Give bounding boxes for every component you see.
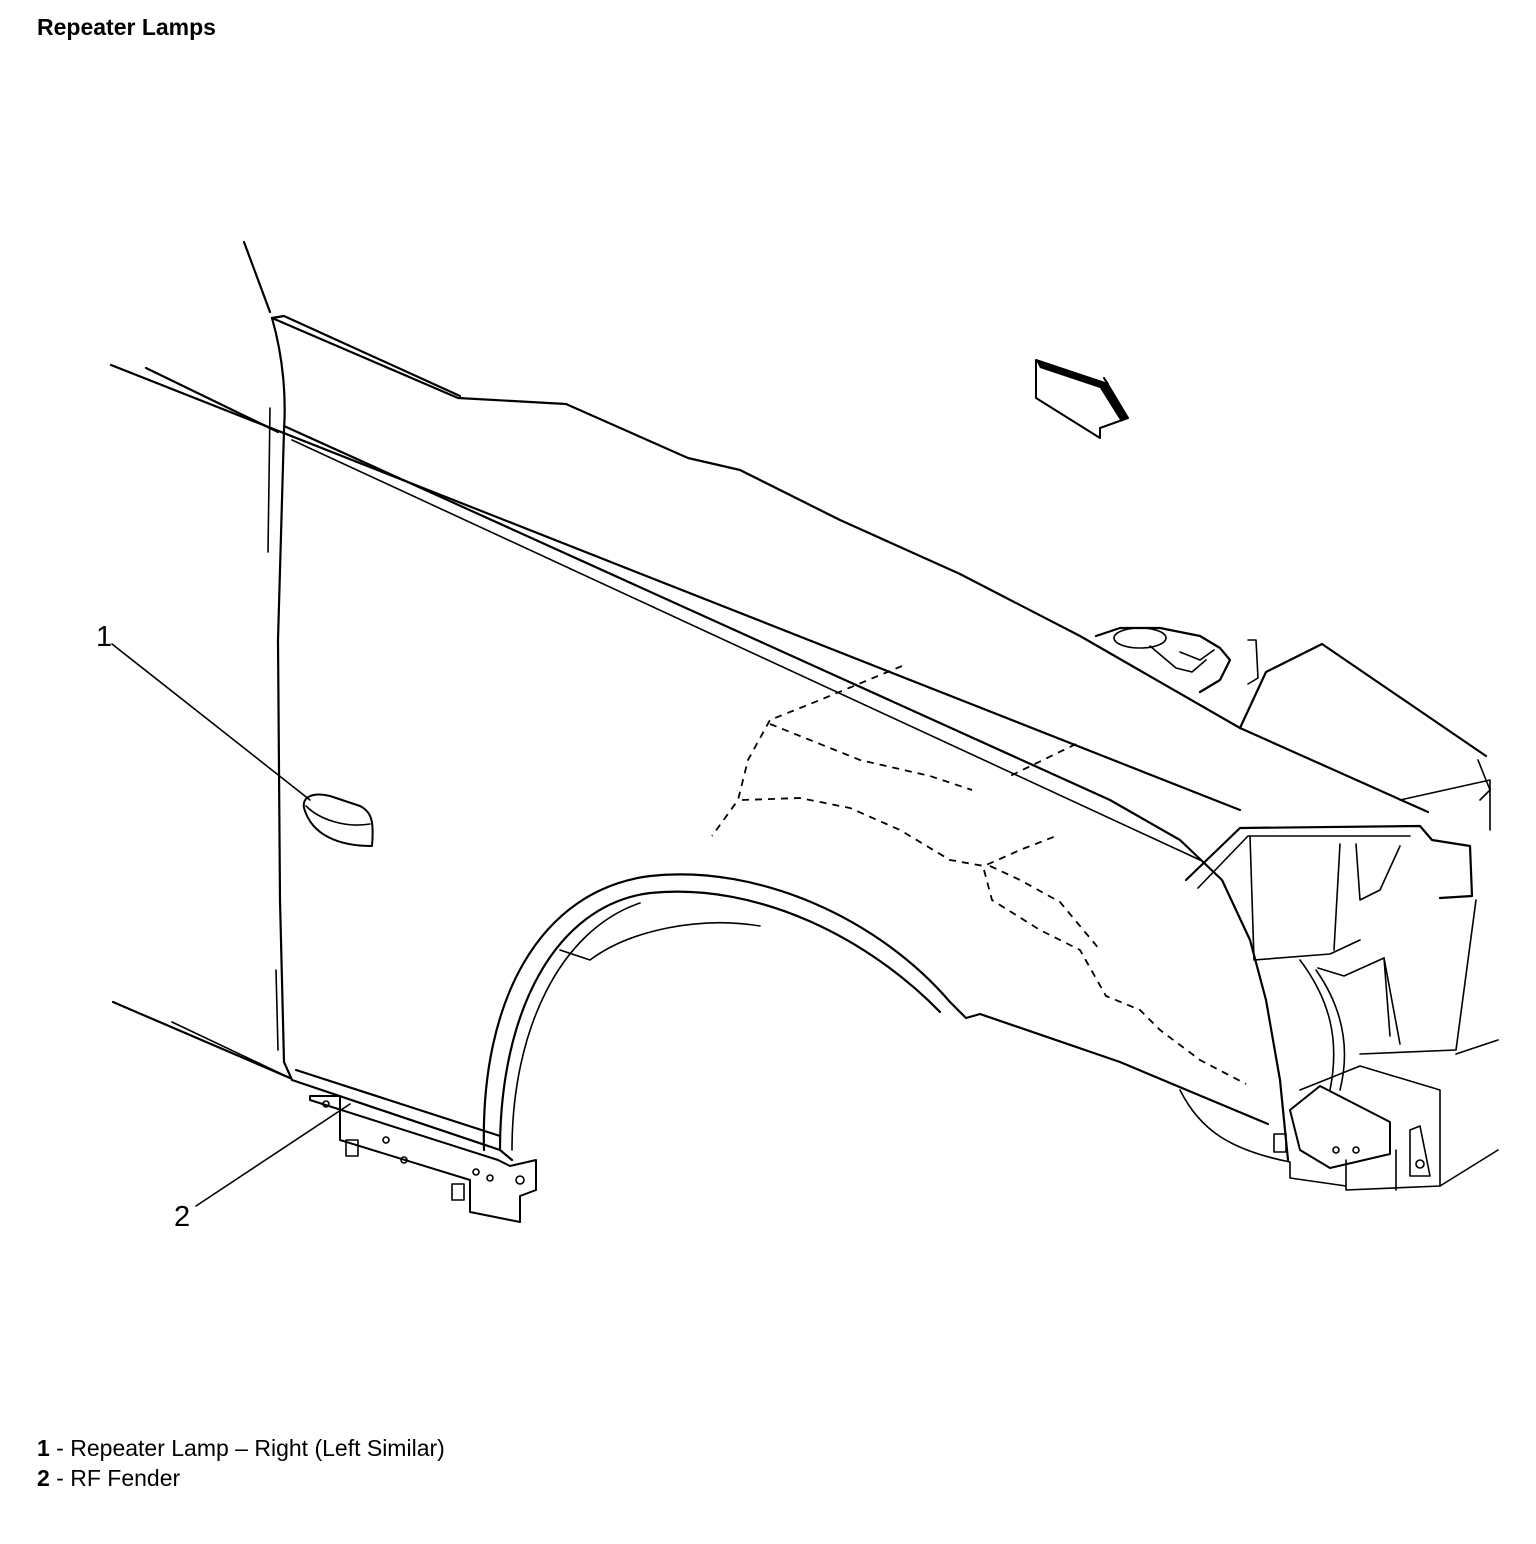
legend-item-number: 1 — [37, 1435, 50, 1461]
engine-compartment — [1094, 626, 1499, 1191]
legend: 1 - Repeater Lamp – Right (Left Similar)… — [37, 1433, 445, 1493]
callout-2-leader — [195, 1103, 351, 1207]
callout-2-number: 2 — [174, 1201, 190, 1233]
rf-fender — [267, 314, 1430, 1223]
front-direction-arrow-icon — [1035, 359, 1129, 439]
callout-1-number: 1 — [96, 621, 112, 653]
legend-item-label: Repeater Lamp – Right (Left Similar) — [70, 1435, 445, 1461]
legend-separator: - — [49, 1465, 71, 1491]
legend-item-number: 2 — [37, 1465, 50, 1491]
page-title: Repeater Lamps — [37, 14, 216, 40]
callout-1-leader — [111, 643, 311, 801]
legend-item: 2 - RF Fender — [37, 1463, 445, 1493]
repeater-lamp — [302, 793, 374, 847]
legend-separator: - — [49, 1435, 71, 1461]
legend-item-label: RF Fender — [70, 1465, 181, 1491]
legend-item: 1 - Repeater Lamp – Right (Left Similar) — [37, 1433, 445, 1463]
